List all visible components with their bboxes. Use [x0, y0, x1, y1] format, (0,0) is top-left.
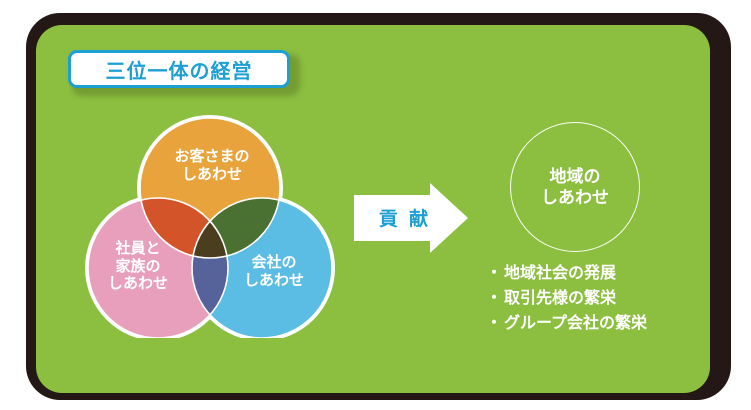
region-happiness-circle: 地域の しあわせ [510, 122, 640, 252]
page-title: 三位一体の経営 [105, 60, 253, 83]
list-item: ・取引先様の繁栄 [486, 287, 696, 312]
list-item: ・地域社会の発展 [486, 262, 696, 287]
venn-svg [85, 115, 335, 341]
bullet-marker-icon: ・ [486, 265, 503, 282]
venn-diagram: お客さまの しあわせ 社員と 家族の しあわせ 会社の しあわせ [82, 112, 338, 341]
region-happiness-label: 地域の しあわせ [541, 166, 609, 209]
list-item-label: グループ会社の繁栄 [504, 314, 648, 332]
bullet-marker-icon: ・ [486, 289, 503, 307]
venn-circle-customer-edge [139, 117, 281, 259]
region-label-line1: 地域の [549, 166, 601, 186]
title-box: 三位一体の経営 [68, 50, 290, 88]
list-item-label: 取引先様の繁栄 [504, 289, 617, 307]
list-item-label: 地域社会の発展 [504, 265, 617, 282]
region-label-line2: しあわせ [541, 188, 609, 207]
contribution-arrow [354, 183, 468, 253]
bullet-marker-icon: ・ [486, 314, 503, 332]
benefits-list: ・地域社会の発展 ・取引先様の繁栄 ・グループ会社の繁栄 [486, 262, 696, 336]
arrow-label: 貢 献 [378, 209, 432, 230]
list-item: ・グループ会社の繁栄 [486, 312, 696, 337]
arrow-icon [354, 183, 468, 253]
